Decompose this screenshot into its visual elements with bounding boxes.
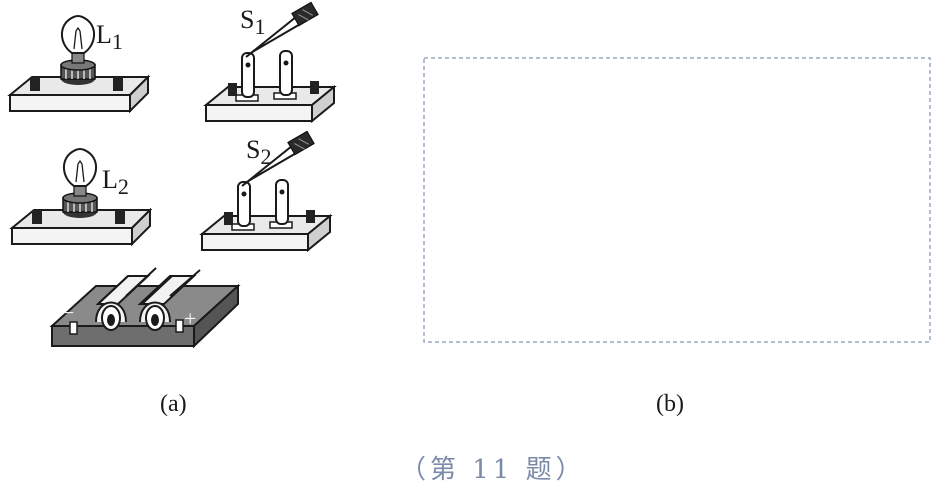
battery-cell-left <box>95 267 157 331</box>
switch-s1-letter: S <box>240 5 254 34</box>
switch-s1: S1 <box>205 1 335 123</box>
switch-s2-letter: S <box>246 135 260 164</box>
battery-holder: − + <box>49 267 241 349</box>
battery-plus-label: + <box>184 306 196 331</box>
lamp-l2-sub: 2 <box>118 174 129 199</box>
svg-text:S2: S2 <box>246 135 271 169</box>
switch-s2: S2 <box>201 130 331 251</box>
drawing-frame <box>423 57 931 343</box>
svg-text:S1: S1 <box>240 5 265 39</box>
lamp-l1: L1 <box>9 15 149 112</box>
lamp-l2-letter: L <box>102 165 118 194</box>
lamp-l1-letter: L <box>96 20 112 49</box>
battery-minus-label: − <box>62 300 74 325</box>
lamp-l1-sub: 1 <box>112 29 123 54</box>
switch-s2-sub: 2 <box>260 144 271 169</box>
caption-a: (a) <box>160 391 187 417</box>
svg-text:L1: L1 <box>96 20 123 54</box>
figure-caption: （第 11 题） <box>400 455 586 485</box>
svg-text:L2: L2 <box>102 165 129 199</box>
switch-s1-sub: 1 <box>254 14 265 39</box>
battery-cell-right <box>137 269 201 331</box>
caption-b: (b) <box>656 391 684 417</box>
lamp-l2: L2 <box>11 148 151 245</box>
